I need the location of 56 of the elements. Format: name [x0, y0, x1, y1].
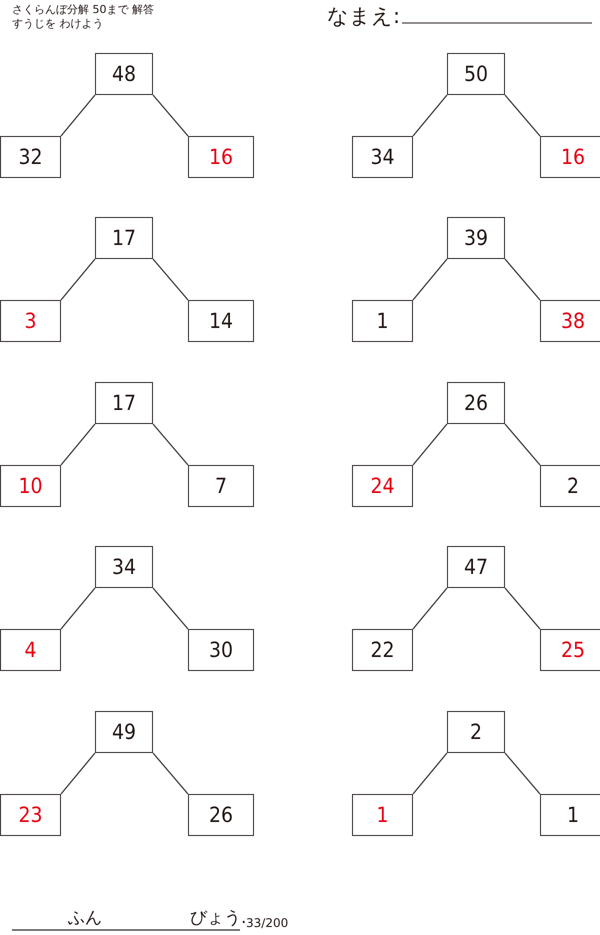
branch-line [412, 588, 448, 630]
answer-box: 1 [352, 794, 413, 836]
answer-box: 2 [540, 465, 600, 507]
branch-line [412, 258, 448, 300]
branch-line [152, 588, 188, 630]
minutes-label: ふん [68, 907, 102, 929]
number-box: 47 [447, 546, 505, 588]
answer-box: 1 [352, 300, 413, 342]
branch-line [412, 94, 448, 136]
branch-line [152, 258, 188, 300]
worksheet-title: さくらんぼ分解 50まで 解答 [12, 2, 154, 17]
branch-line [152, 94, 188, 136]
answer-box: 10 [0, 465, 61, 507]
answer-box: 24 [352, 465, 413, 507]
page-number: 33/200 [246, 916, 288, 930]
number-box: 34 [95, 546, 153, 588]
answer-box: 32 [0, 136, 61, 178]
seconds-label: びょう. [190, 907, 246, 929]
branch-line [412, 752, 448, 794]
branch-line [60, 752, 96, 794]
branch-line [60, 94, 96, 136]
branch-line [60, 424, 96, 466]
branch-line [412, 424, 448, 466]
answer-box: 30 [188, 629, 254, 671]
answer-box: 14 [188, 300, 254, 342]
number-box: 49 [95, 711, 153, 753]
answer-box: 38 [540, 300, 600, 342]
number-box: 39 [447, 217, 505, 259]
branch-line [152, 752, 188, 794]
branch-line [504, 94, 540, 136]
answer-box: 22 [352, 629, 413, 671]
answer-box: 7 [188, 465, 254, 507]
number-box: 26 [447, 382, 505, 424]
branch-line [504, 424, 540, 466]
answer-box: 34 [352, 136, 413, 178]
number-box: 48 [95, 53, 153, 95]
answer-box: 4 [0, 629, 61, 671]
answer-box: 26 [188, 794, 254, 836]
number-box: 17 [95, 217, 153, 259]
branch-line [152, 424, 188, 466]
branch-line [60, 258, 96, 300]
branch-line [504, 752, 540, 794]
answer-box: 1 [540, 794, 600, 836]
answer-box: 25 [540, 629, 600, 671]
branch-line [504, 258, 540, 300]
answer-box: 3 [0, 300, 61, 342]
answer-box: 16 [188, 136, 254, 178]
answer-box: 23 [0, 794, 61, 836]
branch-line [504, 588, 540, 630]
number-box: 50 [447, 53, 505, 95]
number-box: 17 [95, 382, 153, 424]
number-box: 2 [447, 711, 505, 753]
branch-line [60, 588, 96, 630]
subtitle: すうじを わけよう [12, 16, 104, 31]
name-label: なまえ: [327, 3, 400, 30]
answer-box: 16 [540, 136, 600, 178]
